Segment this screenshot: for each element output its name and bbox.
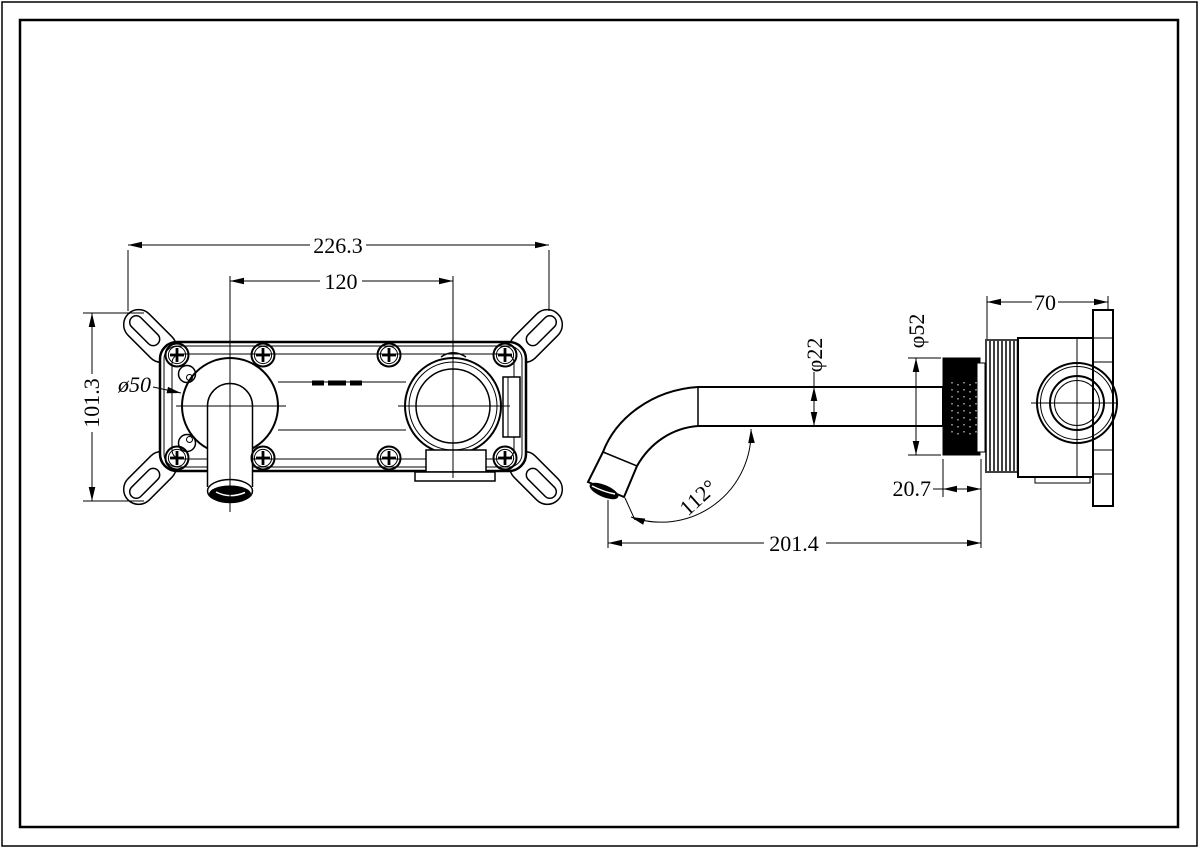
flange-neck bbox=[976, 362, 986, 453]
outlet-port-base bbox=[414, 471, 496, 482]
label-spout-port-diameter: ø50 bbox=[117, 372, 182, 397]
dim-spout-reach: 201.4 bbox=[607, 459, 982, 556]
valve-body bbox=[1017, 337, 1094, 478]
centerlines bbox=[176, 276, 510, 512]
mounting-box-rim bbox=[163, 345, 523, 468]
dim-overall-height: 101.3 bbox=[79, 312, 144, 502]
dim-tube-diameter-value: φ22 bbox=[802, 338, 827, 373]
dim-valve-depth: 70 bbox=[986, 290, 1109, 339]
dim-overall-height-value: 101.3 bbox=[79, 378, 104, 428]
side-view-spout-assembly: 112° φ22 φ52 20.7 70 bbox=[586, 290, 1118, 556]
dim-overall-width-value: 226.3 bbox=[313, 233, 363, 258]
wall-flange bbox=[942, 357, 986, 456]
dim-flange-diameter-value: φ52 bbox=[904, 314, 929, 349]
threaded-section bbox=[985, 339, 1019, 473]
dim-valve-depth-value: 70 bbox=[1034, 290, 1056, 315]
dim-tube-diameter: φ22 bbox=[802, 338, 827, 426]
drawing-frame bbox=[18, 18, 1180, 829]
spout-outlet bbox=[589, 482, 619, 500]
valve-cartridge-seat bbox=[1031, 339, 1118, 476]
valve-port-side-bracket bbox=[502, 376, 521, 438]
valve-body-bottom-step bbox=[1034, 477, 1091, 484]
label-spout-port-diameter-value: ø50 bbox=[117, 372, 151, 397]
dim-spout-reach-value: 201.4 bbox=[769, 531, 819, 556]
dim-flange-depth-value: 20.7 bbox=[893, 476, 932, 501]
dim-spout-angle-value: 112° bbox=[674, 474, 721, 520]
front-view-mounting-box: 226.3 120 101.3 ø50 bbox=[79, 233, 570, 512]
dim-flange-diameter: φ52 bbox=[904, 314, 941, 456]
dim-port-spacing-value: 120 bbox=[325, 269, 358, 294]
dim-overall-width: 226.3 bbox=[127, 233, 550, 311]
dim-flange-depth: 20.7 bbox=[893, 459, 981, 501]
dim-port-spacing: 120 bbox=[230, 269, 453, 294]
outlet-port-block bbox=[425, 449, 487, 473]
spout-outline bbox=[586, 386, 944, 499]
